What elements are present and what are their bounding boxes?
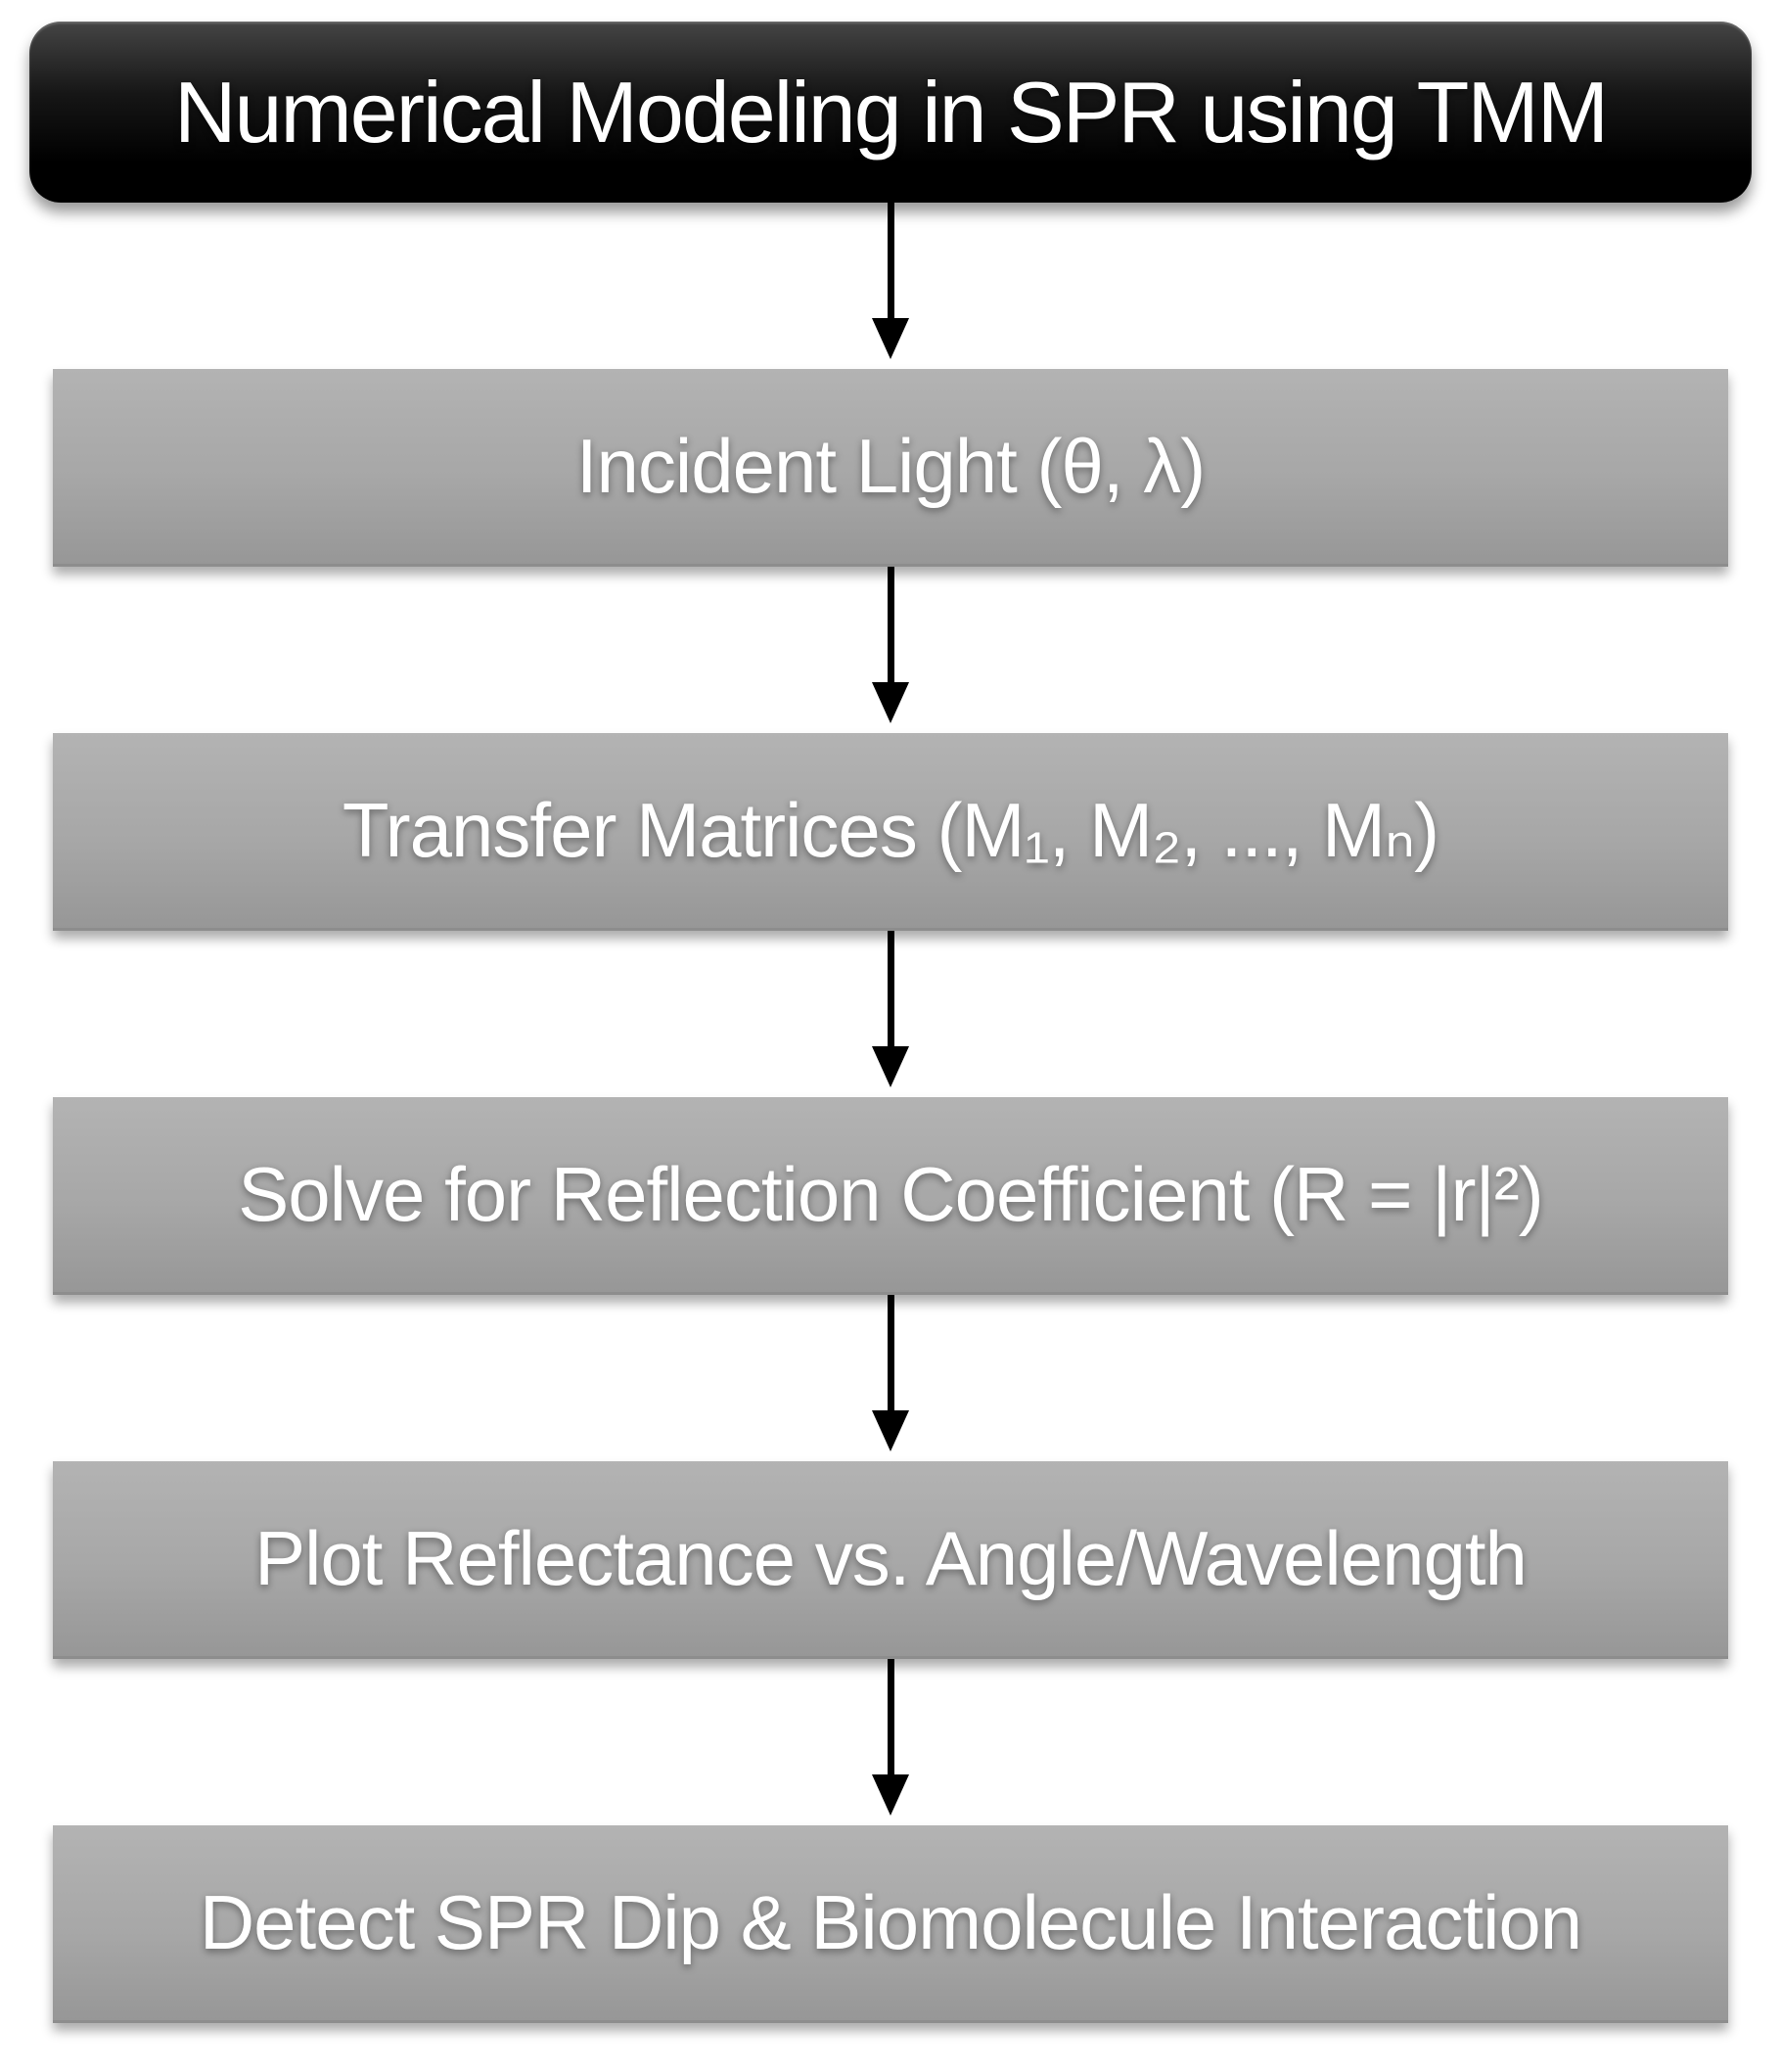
- arrow-head: [872, 318, 909, 359]
- arrow-head: [872, 1410, 909, 1451]
- arrow-head: [872, 1774, 909, 1816]
- step-label: Incident Light (θ, λ): [575, 423, 1206, 509]
- arrow-shaft: [887, 567, 894, 682]
- arrow-down-icon: [872, 567, 909, 733]
- arrow-down-icon: [872, 1659, 909, 1825]
- step-box-plot-reflectance: Plot Reflectance vs. Angle/Wavelength: [53, 1461, 1728, 1659]
- title-box: Numerical Modeling in SPR using TMM: [29, 22, 1752, 203]
- step-box-reflection-coefficient: Solve for Reflection Coefficient (R = |r…: [53, 1097, 1728, 1295]
- step-box-transfer-matrices: Transfer Matrices (M₁, M₂, ..., Mₙ): [53, 733, 1728, 931]
- arrow-shaft: [887, 931, 894, 1046]
- arrow-down-icon: [872, 931, 909, 1097]
- step-label: Detect SPR Dip & Biomolecule Interaction: [199, 1879, 1582, 1965]
- title-label: Numerical Modeling in SPR using TMM: [173, 63, 1609, 161]
- step-box-detect-spr-dip: Detect SPR Dip & Biomolecule Interaction: [53, 1825, 1728, 2023]
- step-label: Transfer Matrices (M₁, M₂, ..., Mₙ): [342, 787, 1439, 873]
- arrow-shaft: [887, 203, 894, 318]
- arrow-down-icon: [872, 203, 909, 369]
- arrow-head: [872, 1046, 909, 1087]
- arrow-head: [872, 682, 909, 723]
- arrow-down-icon: [872, 1295, 909, 1461]
- step-box-incident-light: Incident Light (θ, λ): [53, 369, 1728, 567]
- step-label: Plot Reflectance vs. Angle/Wavelength: [254, 1515, 1528, 1601]
- arrow-shaft: [887, 1295, 894, 1410]
- arrow-shaft: [887, 1659, 894, 1774]
- step-label: Solve for Reflection Coefficient (R = |r…: [238, 1151, 1543, 1237]
